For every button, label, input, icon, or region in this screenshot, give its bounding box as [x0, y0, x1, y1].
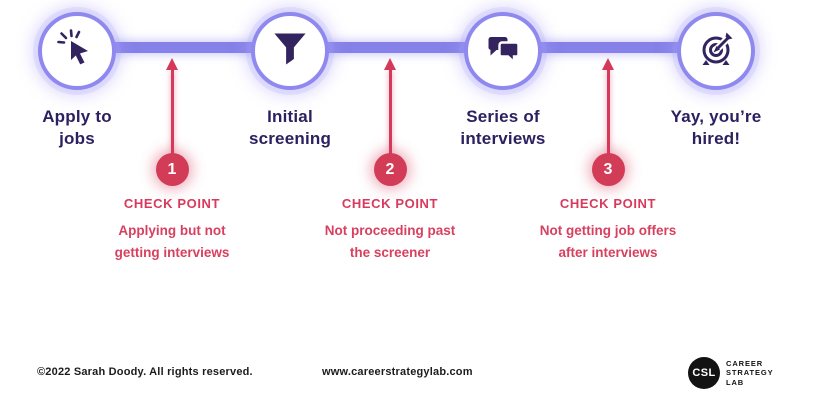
funnel-icon — [270, 29, 310, 74]
stage-label-apply: Apply to jobs — [42, 107, 112, 148]
logo-wordmark: CAREER STRATEGY LAB — [726, 359, 773, 388]
checkpoint-1-arrow-line — [170, 70, 174, 154]
checkpoint-3-title: CHECK POINT — [559, 196, 657, 211]
checkpoint-3-arrow-icon — [602, 58, 614, 70]
copyright-text: ©2022 Sarah Doody. All rights reserved. — [37, 366, 253, 378]
timeline-track — [77, 42, 716, 53]
checkpoint-3-description: Not getting job offers after interviews — [539, 223, 677, 260]
checkpoint-1-description: Applying but not getting interviews — [114, 223, 230, 260]
stage-label-interviews: Series of interviews — [460, 107, 546, 148]
career-strategy-lab-logo: CSL CAREER STRATEGY LAB — [688, 357, 773, 389]
checkpoint-3-number-badge: 3 — [591, 153, 625, 186]
target-dart-icon — [696, 29, 736, 74]
cursor-click-icon — [57, 28, 97, 74]
checkpoint-1-arrow-icon — [166, 58, 178, 70]
chat-bubbles-icon — [483, 29, 523, 74]
stage-node-screening — [251, 12, 329, 90]
checkpoint-1-number-badge: 1 — [155, 153, 189, 186]
stage-node-hired — [677, 12, 755, 90]
checkpoint-2-number-badge: 2 — [373, 153, 407, 186]
csl-monogram-icon: CSL — [688, 357, 720, 389]
website-url: www.careerstrategylab.com — [322, 366, 473, 378]
checkpoint-2-arrow-line — [388, 70, 392, 154]
checkpoint-2-description: Not proceeding past the screener — [324, 223, 456, 260]
stage-node-apply — [38, 12, 116, 90]
logo-line-lab: LAB — [726, 377, 745, 387]
stage-node-interviews — [464, 12, 542, 90]
checkpoint-1-title: CHECK POINT — [123, 196, 221, 211]
checkpoint-2-arrow-icon — [384, 58, 396, 70]
stage-label-screening: Initial screening — [248, 107, 332, 148]
stage-label-hired: Yay, you’re hired! — [670, 107, 762, 148]
logo-line-career: CAREER — [726, 358, 764, 368]
checkpoint-3-arrow-line — [606, 70, 610, 154]
logo-line-strategy: STRATEGY — [726, 368, 774, 378]
checkpoint-2-title: CHECK POINT — [341, 196, 439, 211]
